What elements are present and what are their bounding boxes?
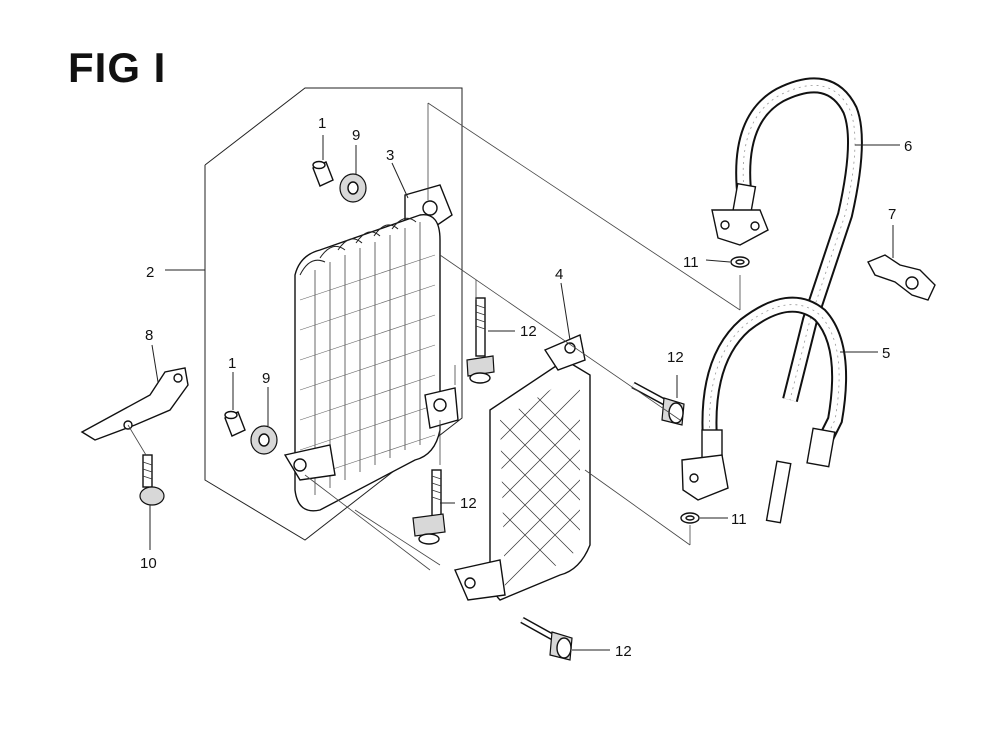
o-ring-lower (680, 512, 700, 524)
oil-hose-upper (711, 77, 863, 524)
bolt-10 (139, 454, 165, 506)
callout-7: 7 (888, 206, 896, 223)
radiator-core (283, 184, 459, 512)
callout-9-top: 9 (352, 127, 360, 144)
callout-12-c: 12 (667, 349, 684, 366)
callout-9-bottom: 9 (262, 370, 270, 387)
callout-5: 5 (882, 345, 890, 362)
collar-bottom (224, 410, 246, 437)
stay-bracket (80, 367, 189, 441)
callout-12-a: 12 (520, 323, 537, 340)
callout-2: 2 (146, 264, 154, 281)
leader-lines (149, 135, 900, 651)
callout-11-top: 11 (683, 254, 699, 271)
callout-4: 4 (555, 266, 563, 283)
bolt-lower (412, 469, 446, 545)
callout-3: 3 (386, 147, 394, 164)
assembly-frame (165, 87, 463, 541)
hose-clip (867, 254, 936, 301)
callout-1-bottom: 1 (228, 355, 236, 372)
grommet-top (339, 173, 367, 203)
callout-10: 10 (140, 555, 157, 572)
bolt-guard-bottom (520, 616, 573, 661)
callout-labels: 1 9 3 2 1 9 8 10 4 12 12 12 12 6 7 5 11 … (140, 115, 912, 660)
bolt-upper (466, 297, 495, 384)
radiator-guard (454, 334, 591, 601)
callout-11-bottom: 11 (731, 511, 747, 528)
assembly-lines (127, 102, 741, 571)
oil-hose-lower (681, 296, 848, 501)
callout-12-d: 12 (615, 643, 632, 660)
o-ring-upper (730, 256, 750, 268)
callout-12-b: 12 (460, 495, 477, 512)
figure-title: FIG I (68, 44, 167, 91)
callout-1-top: 1 (318, 115, 326, 132)
collar-top (312, 160, 334, 187)
grommet-bottom (250, 425, 278, 455)
bolt-guard-right (631, 381, 685, 426)
callout-6: 6 (904, 138, 912, 155)
callout-8: 8 (145, 327, 153, 344)
